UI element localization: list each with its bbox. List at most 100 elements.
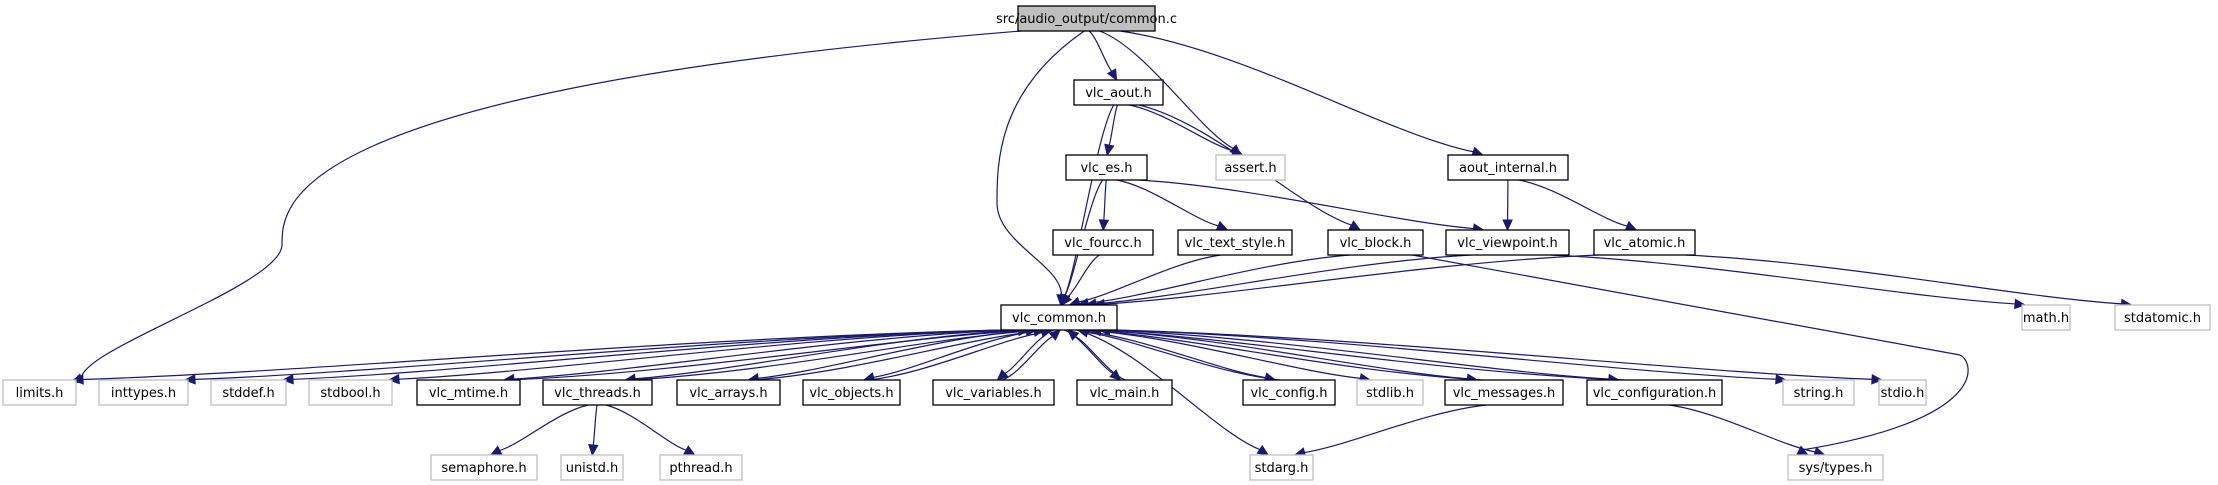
edge-vlc_text_style-to-vlc_common — [1078, 254, 1222, 303]
node-vlc-arrays[interactable]: vlc_arrays.h — [676, 379, 781, 406]
node-label: vlc_common.h — [1012, 311, 1106, 326]
node-unistd: unistd.h — [560, 454, 624, 481]
node-sys-types: sys/types.h — [1787, 454, 1884, 481]
node-label: vlc_config.h — [1250, 386, 1327, 401]
node-stdlib: stdlib.h — [1356, 379, 1424, 406]
node-vlc-configuration[interactable]: vlc_configuration.h — [1586, 379, 1723, 406]
node-vlc-fourcc[interactable]: vlc_fourcc.h — [1052, 229, 1154, 256]
edge-root-to-limits — [80, 30, 1022, 379]
node-box — [98, 379, 189, 406]
arrowhead-vlc_variables-to-vlc_common — [1048, 329, 1061, 341]
node-vlc-es[interactable]: vlc_es.h — [1065, 154, 1148, 181]
node-label: vlc_viewpoint.h — [1457, 236, 1557, 251]
node-vlc-block[interactable]: vlc_block.h — [1327, 229, 1424, 256]
edge-vlc_messages-to-stdarg — [1304, 404, 1487, 454]
node-box — [659, 454, 743, 481]
edge-vlc_block-to-vlc_common — [1087, 254, 1351, 304]
node-label: stddef.h — [222, 386, 274, 401]
node-label: vlc_block.h — [1340, 236, 1412, 251]
node-stdio: stdio.h — [1878, 379, 1927, 406]
arrowhead-vlc_common-to-string — [1775, 373, 1788, 385]
arrowhead-vlc_common-to-stdbool — [387, 373, 400, 385]
arrowhead-vlc_threads-to-pthread — [683, 445, 696, 456]
node-box — [2114, 304, 2211, 331]
edge-root-to-vlc_common — [996, 30, 1085, 296]
node-box — [308, 379, 393, 406]
node-vlc-objects[interactable]: vlc_objects.h — [802, 379, 901, 406]
edge-vlc_common-to-stddef — [292, 329, 1005, 380]
edge-aout_internal-to-vlc_atomic — [1518, 179, 1628, 227]
arrowhead-vlc_common-to-inttypes — [183, 374, 196, 385]
node-vlc-common[interactable]: vlc_common.h — [1000, 304, 1118, 331]
node-label: string.h — [1794, 386, 1844, 401]
node-label: stdio.h — [1881, 386, 1925, 401]
node-vlc-viewpoint[interactable]: vlc_viewpoint.h — [1445, 229, 1570, 256]
node-box — [1447, 154, 1569, 181]
node-vlc-messages[interactable]: vlc_messages.h — [1444, 379, 1564, 406]
node-box — [802, 379, 901, 406]
arrowhead-vlc_viewpoint-to-math — [2014, 298, 2027, 310]
edge-vlc_common-to-limits — [82, 329, 1005, 381]
node-box — [416, 379, 521, 406]
edge-vlc_common-to-vlc_mtime — [513, 329, 1012, 380]
node-vlc-config[interactable]: vlc_config.h — [1242, 379, 1336, 406]
node-vlc-variables[interactable]: vlc_variables.h — [932, 379, 1055, 406]
node-limits: limits.h — [2, 379, 77, 406]
node-box — [1000, 304, 1118, 331]
node-label: sys/types.h — [1799, 461, 1873, 476]
node-label: vlc_mtime.h — [429, 386, 508, 401]
arrowhead-vlc_threads-to-unistd — [588, 444, 599, 457]
arrowhead-aout_internal-to-vlc_atomic — [1624, 221, 1638, 231]
arrowhead-vlc_common-to-stdarg — [1256, 444, 1270, 456]
node-label: src/audio_output/common.c — [996, 12, 1177, 27]
node-aout-internal[interactable]: aout_internal.h — [1447, 154, 1569, 181]
edge-vlc_threads-to-vlc_common — [630, 330, 1027, 381]
arrowhead-root-to-vlc_aout — [1106, 68, 1118, 82]
node-vlc-main[interactable]: vlc_main.h — [1076, 379, 1173, 406]
node-label: vlc_text_style.h — [1185, 236, 1286, 251]
node-semaphore: semaphore.h — [430, 454, 538, 481]
node-root[interactable]: src/audio_output/common.c — [996, 5, 1177, 32]
edge-vlc_aout-to-assert — [1128, 104, 1234, 152]
node-label: pthread.h — [669, 461, 732, 476]
edge-root-to-vlc_aout — [1088, 30, 1113, 72]
arrowhead-vlc_aout-to-vlc_block — [1348, 220, 1362, 231]
node-box — [1065, 154, 1148, 181]
node-label: stdlib.h — [1366, 386, 1414, 401]
node-box — [1073, 79, 1164, 106]
edge-vlc_aout-to-vlc_common — [1064, 104, 1115, 296]
edge-vlc_common-to-stdio — [1113, 329, 1873, 380]
edge-vlc_configuration-to-sys_types — [1668, 404, 1816, 453]
arrowhead-vlc_aout-to-vlc_es — [1104, 143, 1115, 157]
node-label: vlc_messages.h — [1453, 386, 1556, 401]
edge-vlc_messages-to-vlc_common — [1100, 330, 1483, 381]
node-inttypes: inttypes.h — [98, 379, 189, 406]
node-box — [1249, 454, 1314, 481]
edge-vlc_fourcc-to-vlc_common — [1067, 254, 1100, 298]
edge-vlc_objects-to-vlc_common — [868, 332, 1043, 381]
node-vlc-mtime[interactable]: vlc_mtime.h — [416, 379, 521, 406]
node-box — [1242, 379, 1336, 406]
edge-root-to-aout_internal — [1120, 30, 1474, 153]
node-label: assert.h — [1224, 161, 1276, 176]
node-vlc-threads[interactable]: vlc_threads.h — [542, 379, 653, 406]
node-label: vlc_threads.h — [554, 386, 641, 401]
node-stddef: stddef.h — [210, 379, 287, 406]
edge-vlc_viewpoint-to-vlc_common — [1095, 254, 1472, 305]
arrowhead-vlc_main-to-vlc_common — [1067, 329, 1080, 341]
edge-vlc_arrays-to-vlc_common — [753, 331, 1035, 381]
node-label: stdatomic.h — [2124, 311, 2201, 326]
node-vlc-aout[interactable]: vlc_aout.h — [1073, 79, 1164, 106]
node-label: vlc_arrays.h — [689, 386, 767, 401]
node-label: semaphore.h — [441, 461, 526, 476]
node-label: vlc_aout.h — [1085, 86, 1152, 101]
edge-vlc_block-to-sys_types — [1412, 254, 1969, 452]
node-label: stdarg.h — [1255, 461, 1309, 476]
node-vlc-atomic[interactable]: vlc_atomic.h — [1593, 229, 1696, 256]
edge-vlc_common-to-string — [1113, 329, 1777, 380]
node-label: inttypes.h — [111, 386, 176, 401]
node-vlc-text-style[interactable]: vlc_text_style.h — [1177, 229, 1293, 256]
arrowhead-vlc_common-to-vlc_variables — [996, 369, 1009, 381]
node-assert: assert.h — [1215, 154, 1286, 181]
node-box — [1586, 379, 1723, 406]
